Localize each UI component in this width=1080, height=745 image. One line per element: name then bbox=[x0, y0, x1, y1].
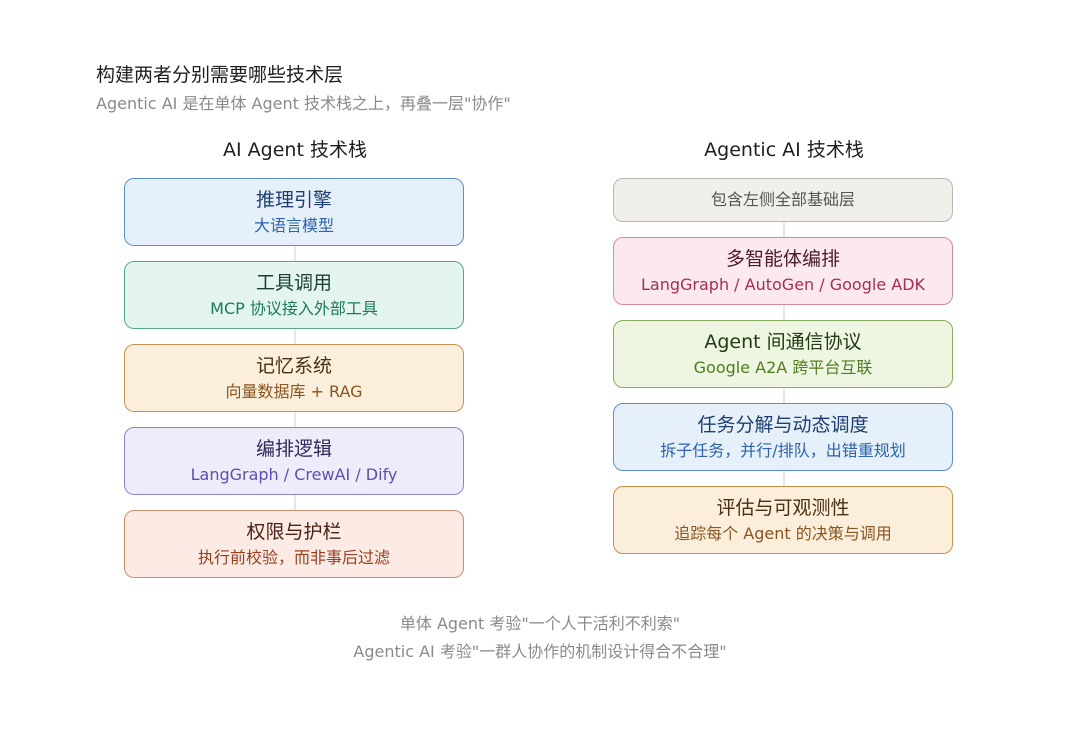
footer-line-2: Agentic AI 考验"一群人协作的机制设计得合不合理" bbox=[353, 642, 727, 661]
agentic-base-layer: 包含左侧全部基础层 bbox=[613, 178, 953, 222]
ai-agent-layer-2-subtitle: MCP 协议接入外部工具 bbox=[210, 299, 378, 318]
ai-agent-layer-1: 推理引擎大语言模型 bbox=[124, 178, 464, 246]
layer-connector bbox=[294, 246, 296, 261]
layer-connector bbox=[294, 495, 296, 510]
footer-line-1: 单体 Agent 考验"一个人干活利不利索" bbox=[399, 614, 681, 633]
ai-agent-layer-3-title: 记忆系统 bbox=[255, 355, 332, 377]
agentic-ai-stack-column: Agentic AI 技术栈 包含左侧全部基础层多智能体编排 LangGraph … bbox=[613, 136, 955, 569]
agentic-ai-layer-1: 多智能体编排 LangGraph / AutoGen / Google ADK bbox=[613, 237, 953, 305]
agentic-ai-stack-title: Agentic AI 技术栈 bbox=[704, 139, 864, 161]
ai-agent-layer-1-subtitle: 大语言模型 bbox=[253, 216, 334, 235]
agentic-ai-layer-1-title: 多智能体编排 bbox=[725, 248, 840, 270]
layer-connector bbox=[783, 388, 785, 403]
page-title: 构建两者分别需要哪些技术层 bbox=[96, 64, 344, 86]
agentic-ai-layer-4-title: 评估与可观测性 bbox=[716, 497, 850, 519]
agentic-ai-layer-3-subtitle: 拆子任务，并行/排队，出错重规划 bbox=[660, 441, 906, 460]
ai-agent-layer-5-title: 权限与护栏 bbox=[246, 521, 342, 543]
page-subtitle: Agentic AI 是在单体 Agent 技术栈之上，再叠一层"协作" bbox=[96, 94, 511, 113]
ai-agent-layer-3: 记忆系统向量数据库 + RAG bbox=[124, 344, 464, 412]
ai-agent-layer-4-subtitle: LangGraph / CrewAI / Dify bbox=[190, 465, 398, 484]
heading: 构建两者分别需要哪些技术层 Agentic AI 是在单体 Agent 技术栈之… bbox=[96, 63, 511, 115]
ai-agent-layer-1-title: 推理引擎 bbox=[255, 189, 332, 211]
ai-agent-layer-5-subtitle: 执行前校验，而非事后过滤 bbox=[197, 548, 390, 567]
layer-connector bbox=[294, 329, 296, 344]
layer-connector bbox=[294, 412, 296, 427]
agentic-ai-layer-3-title: 任务分解与动态调度 bbox=[697, 414, 869, 436]
ai-agent-layer-4-title: 编排逻辑 bbox=[255, 438, 332, 460]
agentic-base-layer-title: 包含左侧全部基础层 bbox=[710, 190, 855, 209]
layer-connector bbox=[783, 471, 785, 486]
agentic-ai-layer-2-subtitle: Google A2A 跨平台互联 bbox=[693, 358, 873, 377]
ai-agent-stack: 推理引擎大语言模型工具调用 MCP 协议接入外部工具记忆系统向量数据库 + RAG… bbox=[124, 178, 466, 578]
agentic-ai-layer-2: Agent 间通信协议 Google A2A 跨平台互联 bbox=[613, 320, 953, 388]
ai-agent-layer-2: 工具调用 MCP 协议接入外部工具 bbox=[124, 261, 464, 329]
ai-agent-layer-4: 编排逻辑 LangGraph / CrewAI / Dify bbox=[124, 427, 464, 495]
agentic-ai-layer-3: 任务分解与动态调度拆子任务，并行/排队，出错重规划 bbox=[613, 403, 953, 471]
footer-note: 单体 Agent 考验"一个人干活利不利索" Agentic AI 考验"一群人… bbox=[0, 610, 1080, 666]
agentic-ai-stack: 包含左侧全部基础层多智能体编排 LangGraph / AutoGen / Goo… bbox=[613, 178, 955, 554]
agentic-ai-layer-4-subtitle: 追踪每个 Agent 的决策与调用 bbox=[674, 524, 892, 543]
agentic-ai-layer-4: 评估与可观测性追踪每个 Agent 的决策与调用 bbox=[613, 486, 953, 554]
ai-agent-layer-5: 权限与护栏执行前校验，而非事后过滤 bbox=[124, 510, 464, 578]
agentic-ai-layer-2-title: Agent 间通信协议 bbox=[704, 331, 862, 353]
ai-agent-layer-3-subtitle: 向量数据库 + RAG bbox=[225, 382, 363, 401]
layer-connector bbox=[783, 305, 785, 320]
layer-connector bbox=[783, 222, 785, 237]
ai-agent-layer-2-title: 工具调用 bbox=[255, 272, 332, 294]
agentic-ai-layer-1-subtitle: LangGraph / AutoGen / Google ADK bbox=[640, 275, 925, 294]
ai-agent-stack-title: AI Agent 技术栈 bbox=[223, 139, 367, 161]
